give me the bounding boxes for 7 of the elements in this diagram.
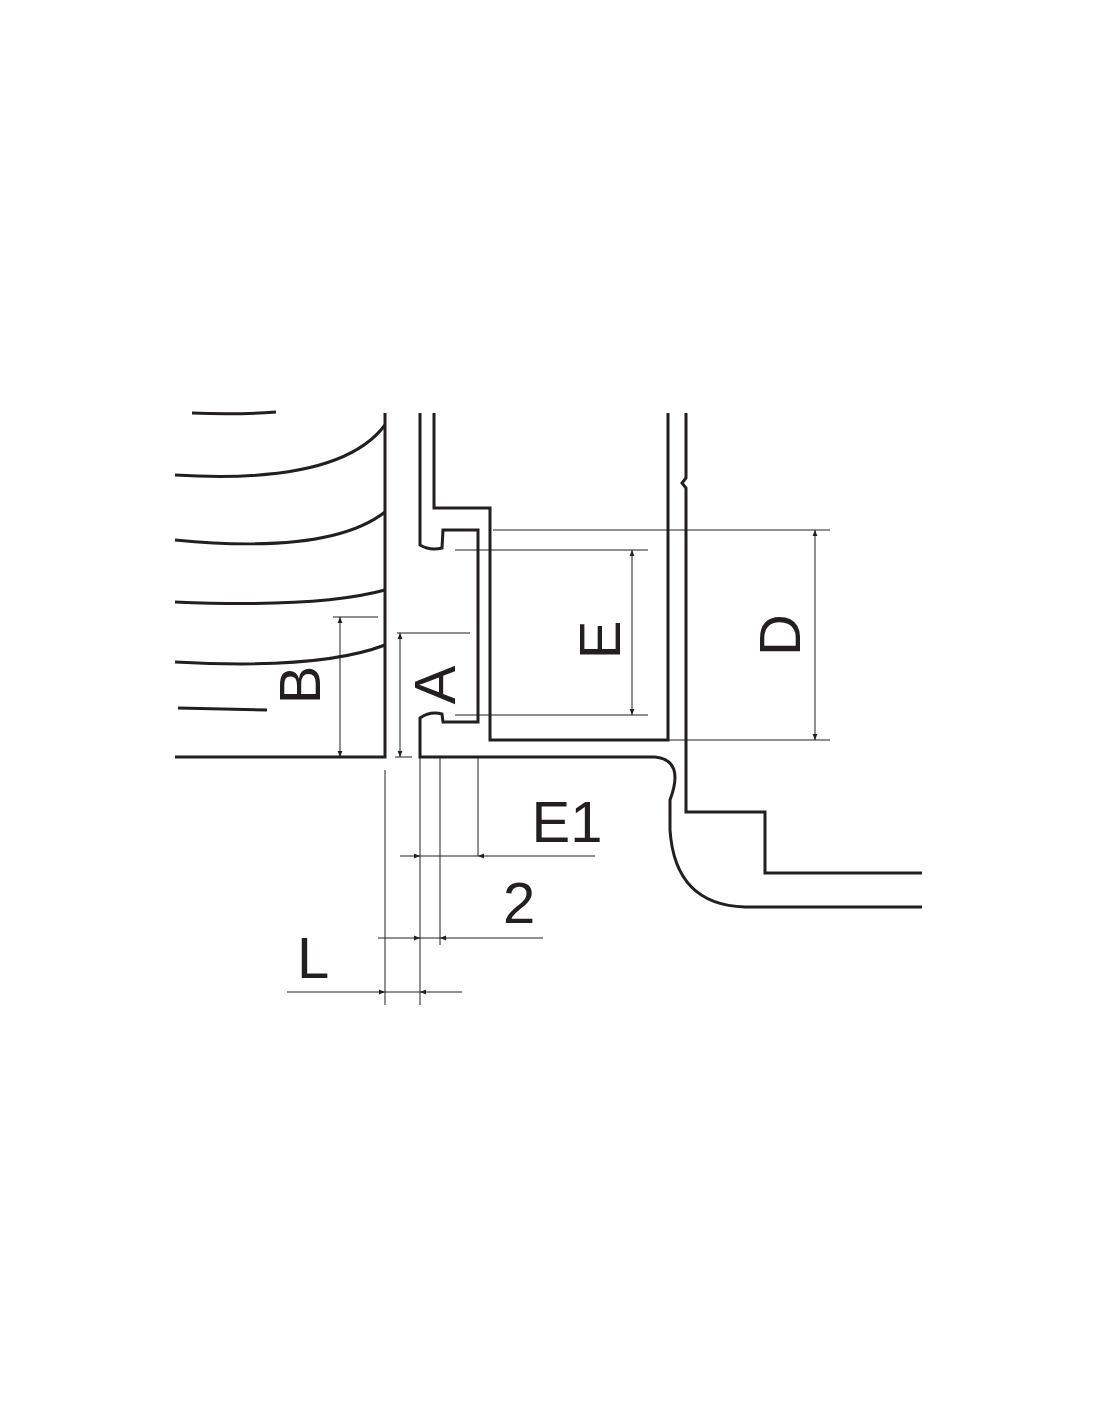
- dimension-label: E: [570, 620, 629, 660]
- dimension-label: D: [750, 614, 809, 656]
- dimension-label: L: [297, 929, 330, 987]
- dimension-label: 2: [503, 874, 536, 932]
- dimension-label: E1: [531, 793, 603, 851]
- dimension-label: A: [405, 665, 464, 705]
- dimension-label: B: [270, 665, 329, 705]
